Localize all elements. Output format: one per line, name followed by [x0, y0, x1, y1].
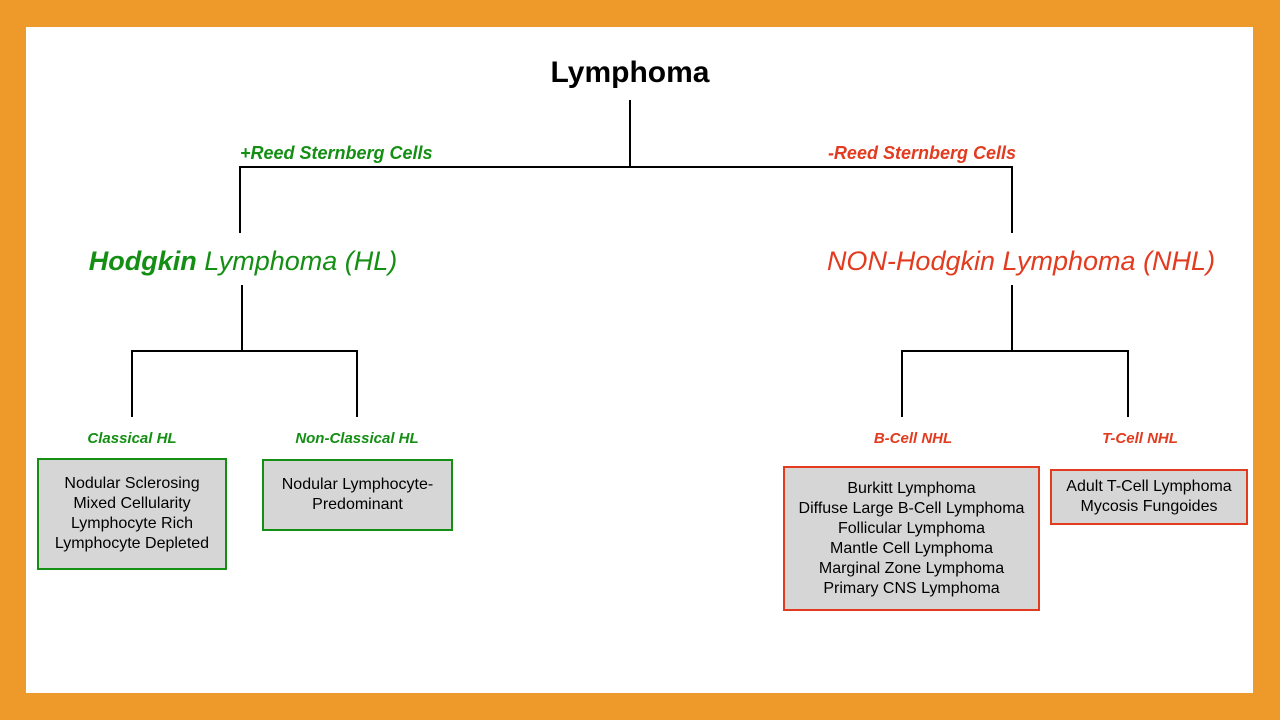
box-item: Adult T-Cell Lymphoma: [1066, 478, 1232, 495]
connector-drop-classical: [131, 350, 133, 417]
connector-hodgkin-horizontal: [131, 350, 358, 352]
connector-top-horizontal: [239, 166, 1013, 168]
node-non-classical-hl: Non-Classical HL: [295, 430, 419, 447]
box-item: Lymphocyte Depleted: [54, 535, 210, 552]
connector-drop-non-hodgkin: [1011, 166, 1013, 233]
node-hodgkin-rest-text: Lymphoma (HL): [196, 246, 398, 276]
box-item: Lymphocyte Rich: [70, 515, 194, 532]
label-negative-reed-sternberg: -Reed Sternberg Cells: [827, 143, 1016, 163]
connector-root-stem: [629, 100, 631, 167]
node-t-cell-nhl: T-Cell NHL: [1102, 430, 1178, 447]
box-item: Burkitt Lymphoma: [847, 479, 976, 497]
node-hodgkin-lymphoma: Hodgkin Lymphoma (HL): [89, 246, 398, 277]
box-item: Diffuse Large B-Cell Lymphoma: [798, 499, 1025, 517]
box-item: Follicular Lymphoma: [837, 519, 985, 537]
label-positive-reed-sternberg: +Reed Sternberg Cells: [240, 143, 433, 163]
box-item: Mixed Cellularity: [73, 495, 191, 512]
diagram-panel: [26, 27, 1253, 693]
node-non-hodgkin-lymphoma: NON-Hodgkin Lymphoma (NHL): [826, 246, 1216, 276]
connector-drop-non-classical: [356, 350, 358, 417]
connector-drop-t-cell: [1127, 350, 1129, 417]
connector-drop-b-cell: [901, 350, 903, 417]
connector-non-hodgkin-stem: [1011, 285, 1013, 351]
box-item: Mycosis Fungoides: [1080, 498, 1218, 515]
connector-hodgkin-stem: [241, 285, 243, 351]
root-node-lymphoma: Lymphoma: [550, 56, 710, 89]
connector-drop-hodgkin: [239, 166, 241, 233]
box-item: Nodular Sclerosing: [64, 475, 200, 492]
node-classical-hl: Classical HL: [87, 430, 177, 447]
box-item: Primary CNS Lymphoma: [823, 579, 1000, 597]
connector-non-hodgkin-horizontal: [901, 350, 1129, 352]
node-b-cell-nhl: B-Cell NHL: [873, 430, 953, 447]
box-item: Marginal Zone Lymphoma: [818, 559, 1005, 577]
box-item: Mantle Cell Lymphoma: [829, 539, 994, 557]
box-item: Nodular Lymphocyte-Predominant: [281, 476, 434, 513]
box-non-classical-hl-subtypes: Nodular Lymphocyte-Predominant: [262, 459, 453, 531]
node-hodgkin-bold-text: Hodgkin: [88, 246, 197, 276]
